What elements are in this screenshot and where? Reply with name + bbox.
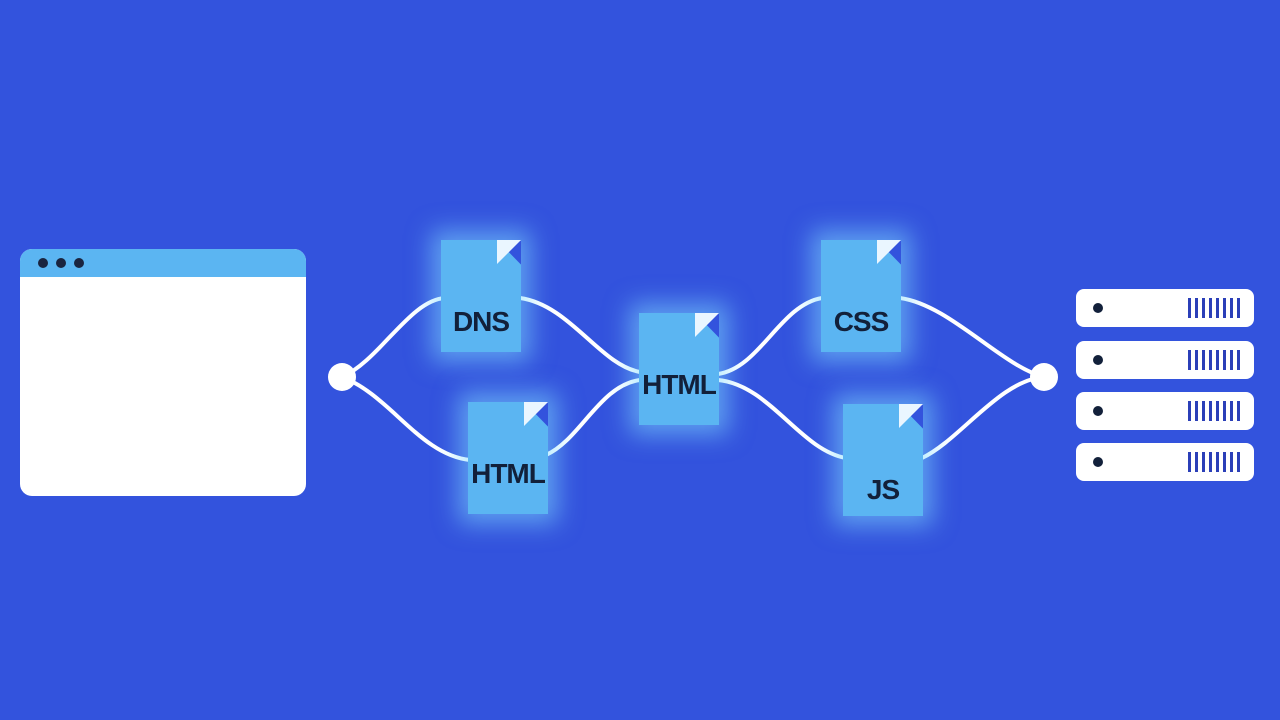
- server-led: [1093, 406, 1103, 416]
- html-main-document-icon: HTML: [639, 313, 719, 425]
- css-document-icon: CSS: [821, 240, 901, 352]
- dns-label: DNS: [452, 306, 510, 337]
- html-initial-document-icon: HTML: [468, 402, 548, 514]
- link-css-end: [898, 296, 1046, 379]
- browser-title-bar: [20, 249, 306, 277]
- server-led: [1093, 457, 1103, 467]
- html-main-label: HTML: [642, 369, 717, 400]
- link-html-html: [544, 378, 642, 457]
- server-led: [1093, 303, 1103, 313]
- server-vent: [1188, 298, 1242, 318]
- server-vent: [1188, 452, 1242, 472]
- server-led: [1093, 355, 1103, 365]
- window-dot: [56, 258, 66, 268]
- dns-document-icon: DNS: [441, 240, 521, 352]
- link-dns-html: [518, 296, 642, 374]
- window-dot: [74, 258, 84, 268]
- server-vent: [1188, 350, 1242, 370]
- server-unit: [1076, 289, 1254, 327]
- server-unit: [1076, 443, 1254, 481]
- window-dot: [38, 258, 48, 268]
- end-junction: [1030, 363, 1058, 391]
- server-vent: [1188, 401, 1242, 421]
- link-html-js: [716, 378, 848, 460]
- start-junction: [328, 363, 356, 391]
- css-label: CSS: [833, 306, 890, 337]
- js-label: JS: [866, 474, 900, 505]
- browser-window-icon: [20, 249, 306, 496]
- html-initial-label: HTML: [471, 458, 546, 489]
- server-unit: [1076, 341, 1254, 379]
- link-start-html: [340, 375, 472, 462]
- link-js-end: [920, 375, 1046, 460]
- link-start-dns: [340, 296, 447, 379]
- js-document-icon: JS: [843, 404, 923, 516]
- server-unit: [1076, 392, 1254, 430]
- link-html-css: [716, 296, 824, 376]
